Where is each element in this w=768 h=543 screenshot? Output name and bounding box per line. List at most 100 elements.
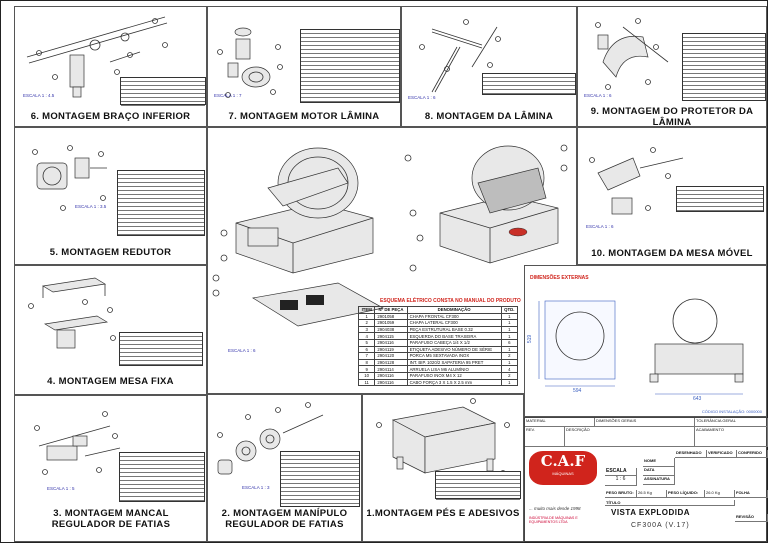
motor-lamina-parts-table (300, 29, 400, 103)
manipulo-scale: ESCALA 1 : 3 (242, 485, 270, 490)
bom-item: 8 (357, 358, 376, 367)
tb-desenhado: DESENHADO (675, 450, 707, 458)
redutor-drawing (32, 145, 107, 211)
redutor-title: 5. MONTAGEM REDUTOR (49, 247, 172, 258)
braco-inferior-drawing (26, 16, 168, 98)
dimension-height: 519 (527, 334, 534, 344)
bom-item: 5 (357, 338, 376, 347)
motor-lamina-drawing (217, 27, 283, 98)
bom-item: 7 (357, 352, 376, 360)
tb-data: DATA (643, 467, 675, 476)
bom-denomination: CHAPA FRONTAL CF300 (406, 312, 502, 321)
mesa-movel-scale: ESCALA 1 : 6 (586, 224, 614, 229)
dimensoes-drawing (538, 298, 744, 395)
tb-peso-bruto-label: PESO BRUTO: (605, 490, 637, 498)
bom-header-part-number: Nº DE PEÇA (374, 306, 408, 314)
tb-folha-label: FOLHA (735, 490, 768, 498)
caf-address: INDÚSTRIA DE MÁQUINAS E EQUIPAMENTOS LTD… (529, 516, 578, 524)
tb-titulo-value: VISTA EXPLODIDA (611, 508, 691, 517)
bom-denomination: INT. BIP. 1020/2 SAPATERIA 95 PRET (406, 358, 502, 367)
panel-motor-lamina: ESCALA 1 : 7 7. MONTAGEM MOTOR LÂMINA (207, 6, 401, 127)
tb-peso-liquido-value: 26.0 Kg (705, 490, 735, 498)
manipulo-parts-table (280, 451, 360, 507)
bom-part-number: 2904120 (374, 352, 408, 360)
bom-part-number: 2901059 (374, 319, 408, 327)
protetor-lamina-title: 9. MONTAGEM DO PROTETOR DA LÂMINA (590, 106, 754, 127)
lamina-scale: ESCALA 1 : 6 (408, 95, 436, 100)
redutor-parts-table (117, 170, 205, 236)
bom-item: 10 (357, 371, 376, 380)
bom-denomination: ARRUELA LISA M6 ALUMÍNIO (406, 365, 502, 373)
tb-titulo-label: TÍTULO (605, 500, 735, 506)
mesa-fixa-title: 4. MONTAGEM MESA FIXA (47, 376, 174, 387)
tb-assinatura: ASSINATURA (643, 476, 675, 485)
tb-descricao-label: DESCRIÇÃO (565, 427, 695, 447)
protetor-lamina-drawing (595, 18, 669, 90)
caf-slogan: ... muito mais desde 1998 (529, 506, 581, 511)
panel-mesa-fixa: 4. MONTAGEM MESA FIXA (14, 265, 207, 395)
pes-adesivos-drawing (376, 398, 510, 476)
bom-qty: 2 (500, 371, 519, 380)
bom-item: 1 (357, 312, 376, 321)
manipulo-title: 2. MONTAGEM MANÍPULO REGULADOR DE FATIAS (221, 508, 348, 530)
bom-qty: 4 (500, 365, 519, 373)
tb-revisao-label: REVISÃO (735, 514, 768, 522)
panel-main-exploded-view: ESCALA 1 : 6 ESQUEMA ELÉTRICO CONSTA NO … (207, 127, 577, 394)
bom-item: 2 (357, 319, 376, 327)
bom-header-row: ITEM Nº DE PEÇA DENOMINAÇÃO QTD. (357, 306, 519, 314)
tb-verificado: VERIFICADO (707, 450, 737, 458)
tb-modelo-value: CF300A (V.17) (631, 522, 690, 529)
bom-denomination: ETIQUETA ADESIVO NÚMERO DE SÉRIE (406, 345, 502, 354)
bom-qty: 1 (500, 378, 519, 387)
tb-rev-label: REV. (525, 427, 565, 447)
bom-header-qty: QTD. (500, 306, 519, 314)
panel-manipulo: ESCALA 1 : 3 2. MONTAGEM MANÍPULO REGULA… (207, 394, 362, 542)
pes-adesivos-title: 1.MONTAGEM PÉS E ADESIVOS (366, 508, 520, 519)
pes-adesivos-parts-table (435, 471, 521, 500)
bom-part-number: 2904128 (374, 358, 408, 367)
bom-header-item: ITEM (357, 306, 376, 314)
bom-denomination: CHAPA LATERAL CF300 (406, 319, 502, 327)
protetor-lamina-scale: ESCALA 1 : 6 (584, 93, 612, 98)
bom-part-number: 2904114 (374, 365, 408, 373)
motor-lamina-title: 7. MONTAGEM MOTOR LÂMINA (228, 111, 380, 122)
bom-qty: 1 (500, 345, 519, 354)
tb-tolerancia-label: TOLERÂNCIA GERAL (695, 418, 768, 427)
bom-qty: 1 (500, 325, 519, 334)
tb-peso-liquido-label: PESO LÍQUIDO: (667, 490, 705, 498)
panel-dimensoes-externas: DIMENSÕES EXTERNAS 519 594 643 CÓDIGO IN… (524, 265, 767, 417)
panel-mancal: ESCALA 1 : 5 3. MONTAGEM MANCAL REGULADO… (14, 395, 207, 542)
motor-lamina-scale: ESCALA 1 : 7 (214, 93, 242, 98)
esquema-eletrico-note: ESQUEMA ELÉTRICO CONSTA NO MANUAL DO PRO… (380, 298, 521, 304)
tb-escala-value: 1 : 6 (605, 476, 637, 486)
main-scale: ESCALA 1 : 6 (228, 348, 256, 353)
mesa-movel-parts-table (676, 186, 764, 212)
title-block: MATERIAL DIMENSÕES GERAIS TOLERÂNCIA GER… (524, 417, 768, 542)
mancal-drawing (34, 411, 121, 475)
bom-part-number: 2904119 (374, 345, 408, 354)
bom-header-denomination: DENOMINAÇÃO (406, 306, 502, 314)
bom-item: 11 (357, 378, 376, 387)
bom-part-number: 2901058 (374, 312, 408, 321)
panel-redutor: ESCALA 1 : 3.5 5. MONTAGEM REDUTOR (14, 127, 207, 265)
braco-inferior-title: 6. MONTAGEM BRAÇO INFERIOR (30, 111, 191, 122)
bom-item: 3 (357, 325, 376, 334)
braco-inferior-scale: ESCALA 1 : 4.5 (23, 93, 55, 98)
lamina-drawing (419, 19, 501, 93)
bom-denomination: PORCA M5 SEXTAVADA INOX (406, 352, 502, 360)
bom-qty: 1 (500, 312, 519, 321)
bom-denomination: PARAFUSO INOX M4 X 12 (406, 371, 502, 380)
bom-item: 9 (357, 365, 376, 373)
tb-acabamento-label: ACABAMENTO (695, 427, 768, 447)
caf-logo: C.A.F MÁQUINAS (529, 451, 597, 485)
panel-pes-adesivos: 1.MONTAGEM PÉS E ADESIVOS (362, 394, 524, 542)
bom-part-number: 2904116 (374, 338, 408, 347)
